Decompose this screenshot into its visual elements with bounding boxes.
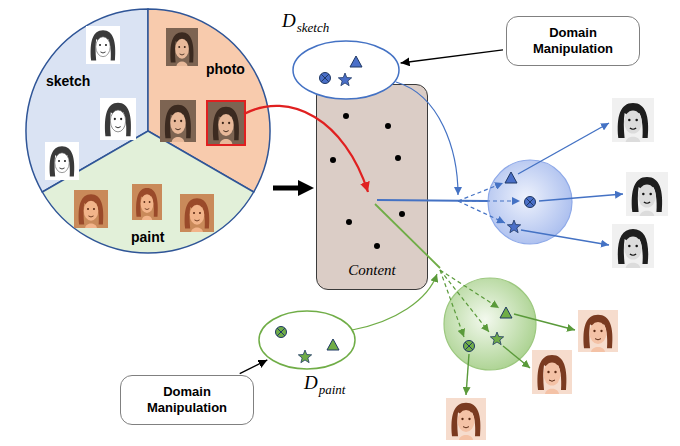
sketch-output-symbols: [505, 172, 536, 233]
label-text: Domain Manipulation: [519, 25, 627, 57]
label-holder: photo: [206, 60, 245, 78]
paint-output-arrows: [466, 314, 575, 395]
paint-domain-symbols: [276, 327, 340, 363]
domain-set: Dpaint: [258, 310, 356, 370]
ellipse-outline: [258, 310, 356, 370]
paint-output-symbols: [464, 307, 513, 352]
content-points: [330, 113, 405, 249]
label-holder: sketch: [46, 72, 90, 90]
sketch-faces: [45, 26, 136, 180]
connector-arrow: [401, 50, 503, 63]
label-text: photo: [206, 61, 245, 77]
paint-branch: [375, 204, 440, 268]
photo-faces: [160, 28, 244, 144]
sketch-output-set: [488, 160, 572, 244]
label-text: D: [304, 372, 318, 393]
label-text: D: [282, 10, 296, 31]
sketch-domain-symbols: [320, 56, 363, 86]
label-text: sketch: [46, 73, 90, 89]
sketch-outputs: [612, 98, 668, 268]
callout-box: Domain Manipulation: [120, 375, 254, 425]
label-text: Domain Manipulation: [133, 384, 241, 416]
sketch-dashed-arrows: [458, 183, 520, 223]
connector-arrow: [240, 360, 268, 374]
paint-outputs: [446, 310, 618, 440]
paint-domain-link: [352, 274, 437, 330]
paint-sector: paint: [42, 131, 254, 254]
sketch-branch: [377, 200, 488, 201]
connector-arrow: [273, 186, 306, 191]
label-text: sketch: [297, 20, 329, 35]
label-text: Content: [348, 262, 396, 279]
selected-frame: [207, 101, 245, 145]
callout-box: Domain Manipulation: [506, 16, 640, 66]
label-text: paint: [131, 229, 164, 245]
sketch-output-arrows: [518, 123, 623, 245]
paint-output-set: [444, 278, 536, 370]
domain-set: Dsketch: [292, 40, 400, 100]
content-space: Content: [316, 84, 428, 290]
label-holder: paint: [131, 228, 164, 246]
label-holder: Dpaint: [304, 372, 345, 398]
label-text: paint: [319, 382, 346, 397]
paint-faces: [74, 184, 214, 232]
ellipse-outline: [292, 40, 400, 100]
paint-dashed-arrows: [440, 270, 499, 337]
encode-arrow: [244, 106, 368, 192]
sketch-domain-link: [396, 82, 458, 195]
label-holder: Dsketch: [282, 10, 329, 36]
